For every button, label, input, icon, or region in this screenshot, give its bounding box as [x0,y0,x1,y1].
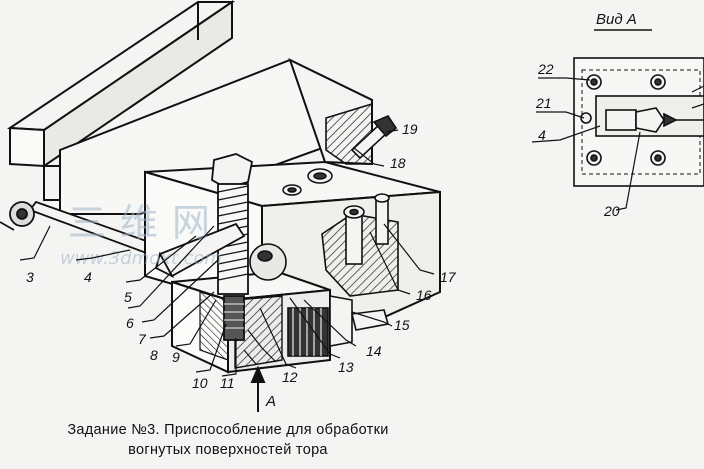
leader-lines [19,129,435,377]
callout-20: 20 [603,203,620,219]
callout-21: 21 [535,95,552,111]
view-a-inset: Вид А [573,11,704,187]
callout-5: 5 [124,289,132,305]
caption-line-1: Задание №3. Приспособление для обработки [67,422,389,438]
callout-19: 19 [402,121,418,137]
guide-bar [6,0,236,168]
callout-17: 17 [440,269,457,285]
callout-9: 9 [172,349,180,365]
callout-6: 6 [126,315,134,331]
callout-18: 18 [390,155,406,171]
callout-11: 11 [220,375,235,391]
callout-10: 10 [192,375,208,391]
callout-4: 4 [84,269,92,285]
view-arrow [250,365,266,412]
svg-text:www.3dmoxt.com: www.3dmoxt.com [60,248,222,269]
ball [249,243,287,281]
adjust-screw [325,102,398,165]
view-arrow-label: А [265,393,276,410]
svg-text:三维网: 三维网 [68,201,224,245]
callout-4-view: 4 [538,127,546,143]
top-fittings [282,168,333,196]
callout-15: 15 [394,317,410,333]
watermark: 三维网 www.3dmoxt.com [60,201,224,269]
cutter [154,222,246,279]
callout-labels: 3 4 5 6 7 8 9 10 11 12 13 14 15 16 17 18… [26,121,457,391]
jaw-plate [351,309,390,331]
callout-7: 7 [138,331,147,347]
right-section [321,193,399,297]
callout-13: 13 [338,359,354,375]
view-a-title: Вид А [596,11,637,28]
caption-line-2: вогнутых поверхностей тора [128,442,328,458]
callout-22: 22 [537,61,554,77]
view-a-leaders [531,77,641,211]
callout-14: 14 [366,343,382,359]
callout-8: 8 [150,347,158,363]
callout-16: 16 [416,287,432,303]
callout-12: 12 [282,369,298,385]
view-a-labels: 22 21 4 20 [535,61,620,219]
callout-3: 3 [26,269,34,285]
